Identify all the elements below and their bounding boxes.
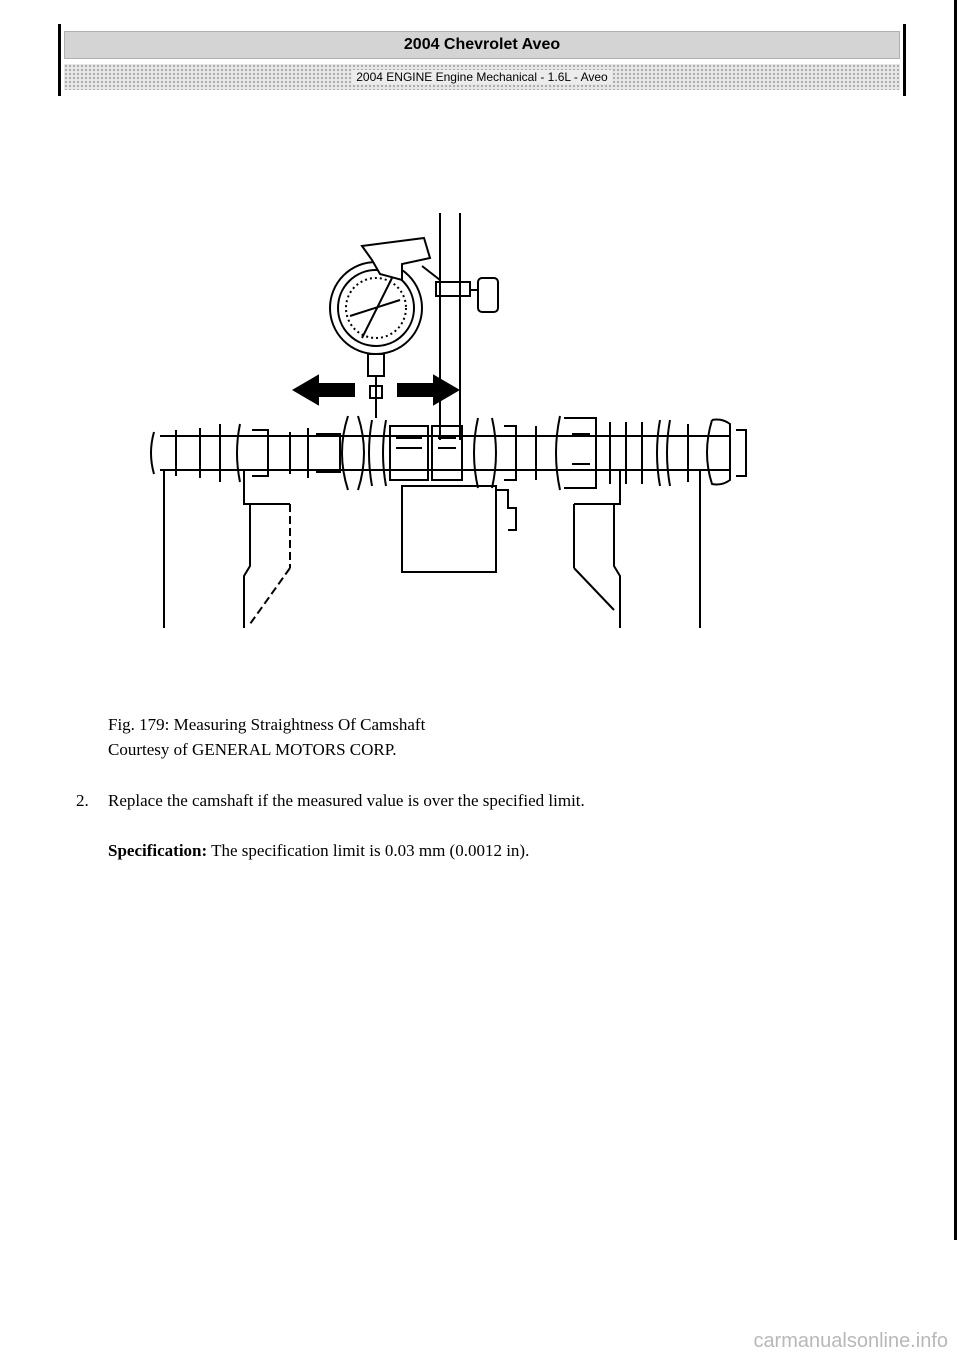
figure-caption-credit: Courtesy of GENERAL MOTORS CORP. (108, 740, 397, 759)
document-subtitle: 2004 ENGINE Engine Mechanical - 1.6L - A… (352, 70, 612, 84)
step-text: Replace the camshaft if the measured val… (108, 791, 585, 810)
document-title: 2004 Chevrolet Aveo (64, 31, 900, 59)
page-right-rule (954, 0, 957, 1240)
document-subtitle-bar: 2004 ENGINE Engine Mechanical - 1.6L - A… (64, 64, 900, 90)
camshaft-straightness-illustration (150, 213, 747, 628)
specification-note: Specification: The specification limit i… (108, 838, 529, 863)
figure-caption: Fig. 179: Measuring Straightness Of Cams… (108, 712, 425, 762)
step-number: 2. (76, 791, 89, 810)
specification-text: The specification limit is 0.03 mm (0.00… (211, 841, 530, 860)
specification-label: Specification: (108, 841, 208, 860)
figure-caption-title: Fig. 179: Measuring Straightness Of Cams… (108, 715, 426, 734)
header-right-rule (903, 24, 906, 96)
procedure-step: 2. Replace the camshaft if the measured v… (76, 788, 585, 813)
site-watermark: carmanualsonline.info (753, 1330, 948, 1352)
header-left-rule (58, 24, 61, 96)
page-header: 2004 Chevrolet Aveo 2004 ENGINE Engine M… (58, 24, 906, 96)
